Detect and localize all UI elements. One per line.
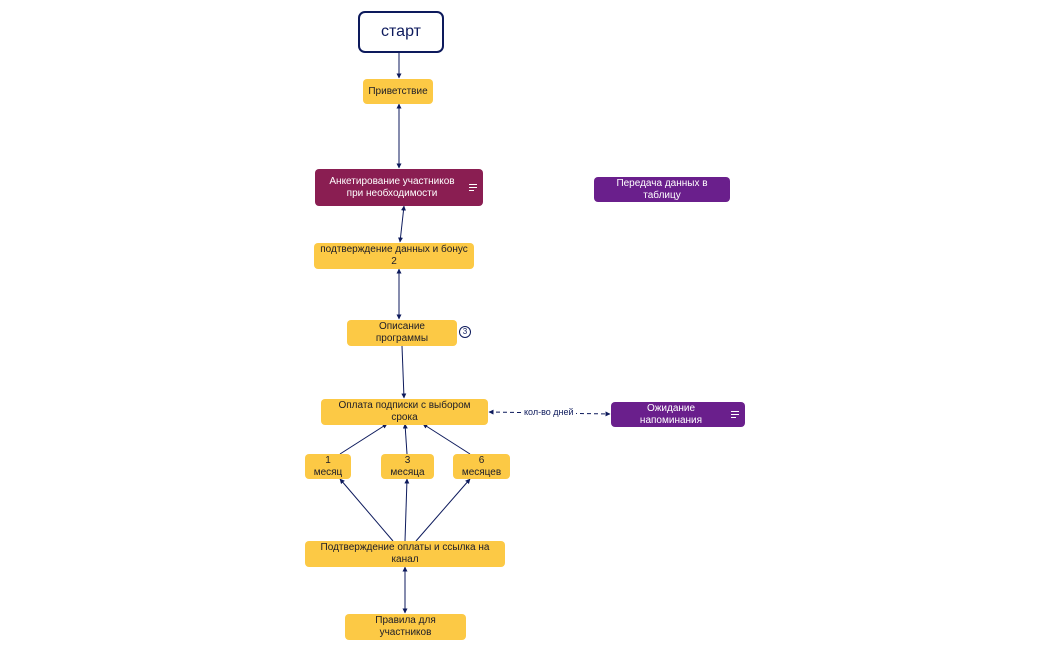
- node-reminder[interactable]: Ожидание напоминания: [611, 402, 745, 427]
- node-month-3[interactable]: 3 месяца: [381, 454, 434, 479]
- node-month-6[interactable]: 6 месяцев: [453, 454, 510, 479]
- edge-month6-payment[interactable]: [422, 423, 471, 455]
- node-month-6-label: 6 месяцев: [461, 454, 502, 478]
- node-payment-label: Оплата подписки с выбором срока: [338, 400, 471, 423]
- node-survey[interactable]: Анкетирование участников при необходимос…: [315, 169, 483, 206]
- node-rules[interactable]: Правила для участников: [345, 614, 466, 640]
- edge-confirm-month6[interactable]: [415, 478, 471, 542]
- edge-survey-confirm[interactable]: [398, 205, 406, 243]
- node-payment-confirm[interactable]: Подтверждение оплаты и ссылка на канал: [305, 541, 505, 567]
- node-description[interactable]: Описание программы: [347, 320, 457, 346]
- node-description-label: Описание программы: [375, 321, 429, 344]
- edge-confirm-month3[interactable]: [404, 478, 410, 542]
- node-payment[interactable]: Оплата подписки с выбором срока: [321, 399, 488, 425]
- node-greeting-label: Приветствие: [368, 85, 428, 97]
- edge-month1-payment[interactable]: [339, 423, 388, 455]
- node-payment-confirm-label: Подтверждение оплаты и ссылка на канал: [320, 542, 490, 565]
- note-lines-icon[interactable]: [731, 409, 739, 420]
- edge-label-days: кол-во дней: [522, 407, 576, 418]
- node-reminder-label: Ожидание напоминания: [639, 402, 703, 426]
- edge-description-payment[interactable]: [401, 345, 407, 399]
- node-survey-label: Анкетирование участников при необходимос…: [329, 175, 455, 199]
- node-month-1-label: 1 месяц: [313, 454, 343, 478]
- node-month-1[interactable]: 1 месяц: [305, 454, 351, 479]
- node-confirm-bonus[interactable]: подтверждение данных и бонус 2: [314, 243, 474, 269]
- node-table-transfer[interactable]: Передача данных в таблицу: [594, 177, 730, 202]
- node-confirm-bonus-label: подтверждение данных и бонус 2: [320, 244, 468, 267]
- description-count-badge[interactable]: 3: [459, 326, 471, 338]
- note-lines-icon[interactable]: [469, 182, 477, 193]
- node-table-transfer-label: Передача данных в таблицу: [616, 177, 708, 201]
- node-greeting[interactable]: Приветствие: [363, 79, 433, 104]
- edge-confirm-month1[interactable]: [339, 478, 394, 542]
- node-rules-label: Правила для участников: [375, 615, 436, 638]
- node-start[interactable]: старт: [358, 11, 444, 53]
- edge-month3-payment[interactable]: [402, 423, 408, 455]
- node-start-label: старт: [381, 23, 421, 40]
- node-month-3-label: 3 месяца: [390, 454, 425, 478]
